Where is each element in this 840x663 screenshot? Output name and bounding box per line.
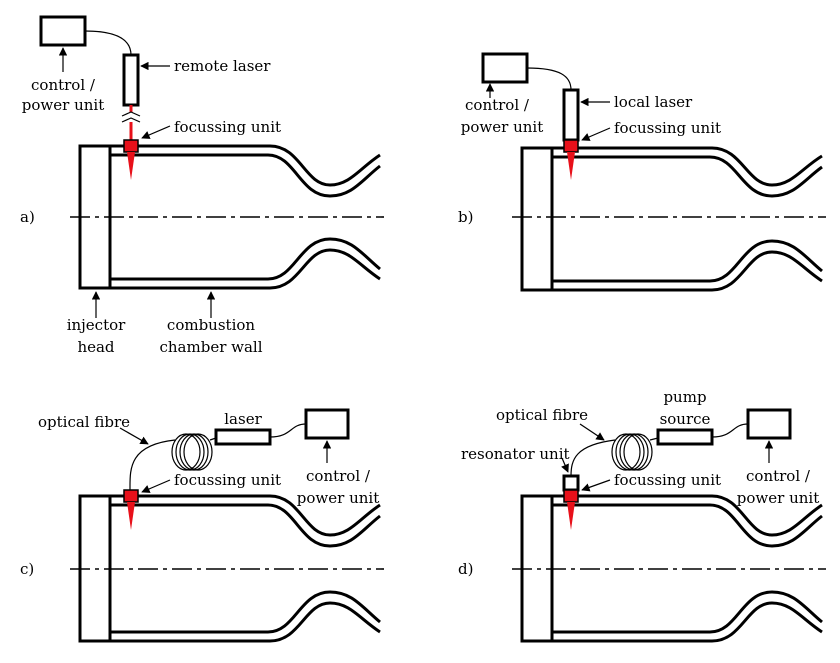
control-unit-box (304, 408, 350, 440)
resonator-label: resonator unit (461, 445, 570, 463)
panel-tag: a) (20, 208, 35, 226)
laser-box (214, 428, 272, 446)
laser-beam (127, 502, 135, 530)
panel-tag: b) (458, 208, 473, 226)
focussing-unit (563, 489, 579, 503)
control-label-1: control / (746, 467, 811, 485)
laser-beam (567, 502, 575, 530)
combustion-chamber (512, 494, 826, 643)
panel-tag: c) (20, 560, 34, 578)
panel-a: a) control / power unit remote laser foc… (20, 15, 384, 356)
pump-source-box (656, 428, 714, 446)
laser-label: laser (224, 410, 262, 428)
injector-head (520, 146, 554, 292)
control-unit-box (746, 408, 792, 440)
laser-beam (567, 152, 575, 180)
control-unit-box (39, 15, 87, 47)
control-label-2: power unit (737, 489, 819, 507)
remote-laser-box (122, 53, 140, 107)
fibre-label: optical fibre (496, 406, 588, 424)
injector-label-1: injector (67, 316, 126, 334)
combustion-chamber (512, 146, 826, 292)
control-label-2: power unit (22, 96, 104, 114)
focussing-unit (563, 139, 579, 153)
injector-label-2: head (77, 338, 114, 356)
focussing-unit (123, 489, 139, 503)
control-label-2: power unit (461, 118, 543, 136)
fibre-label: optical fibre (38, 413, 130, 431)
focussing-unit (123, 139, 139, 153)
panel-d: d) optical fibre pump source control / p… (458, 388, 826, 643)
focussing-label: focussing unit (614, 471, 721, 489)
control-label-2: power unit (297, 489, 379, 507)
combustion-chamber (70, 144, 384, 290)
wall-label-1: combustion (167, 316, 255, 334)
wall-label-2: chamber wall (159, 338, 262, 356)
local-laser-box (562, 88, 580, 142)
pump-label-2: source (660, 410, 711, 428)
combustion-chamber (70, 494, 384, 643)
focussing-label: focussing unit (174, 471, 281, 489)
fibre-coil (611, 433, 653, 471)
laser-label: local laser (614, 93, 693, 111)
panel-b: b) control / power unit local laser focu… (458, 52, 826, 292)
control-label-1: control / (465, 96, 530, 114)
resonator-unit-box (562, 474, 580, 492)
fibre-coil (171, 433, 213, 471)
pump-label-1: pump (663, 388, 706, 406)
control-label-1: control / (306, 467, 371, 485)
focussing-label: focussing unit (174, 118, 281, 136)
control-unit-box (481, 52, 529, 84)
panel-c: c) optical fibre laser control / power u… (20, 408, 384, 643)
focussing-label: focussing unit (614, 119, 721, 137)
laser-label: remote laser (174, 57, 271, 75)
laser-beam (127, 152, 135, 180)
control-label-1: control / (31, 76, 96, 94)
panel-tag: d) (458, 560, 473, 578)
